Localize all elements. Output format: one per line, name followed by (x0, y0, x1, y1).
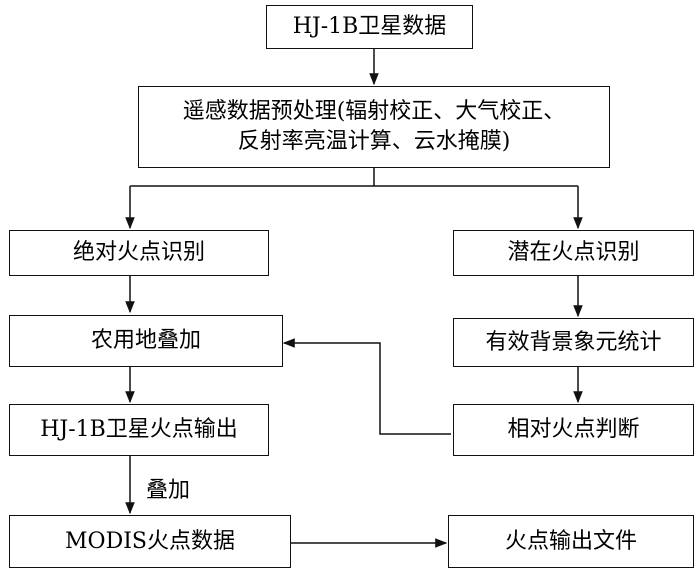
node-relative-fire-label: 相对火点判断 (507, 417, 640, 443)
node-absolute-fire-label: 绝对火点识别 (72, 240, 205, 266)
node-farmland-overlay-label: 农用地叠加 (90, 328, 201, 354)
node-background-stats: 有效背景象元统计 (453, 318, 694, 367)
node-preprocess-line1: 遥感数据预处理(辐射校正、大气校正、 (182, 99, 566, 125)
split-connector (130, 168, 578, 187)
node-absolute-fire: 绝对火点识别 (9, 230, 269, 276)
node-fire-output-file-label: 火点输出文件 (504, 528, 637, 554)
node-hj1b-data-label: HJ-1B卫星数据 (292, 14, 447, 40)
node-preprocess: 遥感数据预处理(辐射校正、大气校正、 反射率亮温计算、云水掩膜) (138, 86, 610, 168)
node-hj1b-fire-output-label: HJ-1B卫星火点输出 (40, 417, 238, 443)
edge-label-overlay: 叠加 (146, 478, 191, 503)
node-potential-fire-label: 潜在火点识别 (507, 240, 640, 266)
arrow-relative-to-farmland (282, 338, 451, 435)
node-farmland-overlay: 农用地叠加 (9, 315, 283, 367)
node-preprocess-line2: 反射率亮温计算、云水掩膜) (237, 129, 511, 154)
node-background-stats-label: 有效背景象元统计 (485, 329, 662, 355)
node-potential-fire: 潜在火点识别 (453, 230, 694, 276)
node-hj1b-data: HJ-1B卫星数据 (266, 5, 473, 49)
node-relative-fire: 相对火点判断 (453, 404, 694, 456)
node-hj1b-fire-output: HJ-1B卫星火点输出 (9, 404, 269, 456)
node-modis-fire-label: MODIS火点数据 (65, 528, 235, 554)
node-fire-output-file: 火点输出文件 (448, 515, 694, 568)
node-modis-fire: MODIS火点数据 (9, 515, 291, 568)
